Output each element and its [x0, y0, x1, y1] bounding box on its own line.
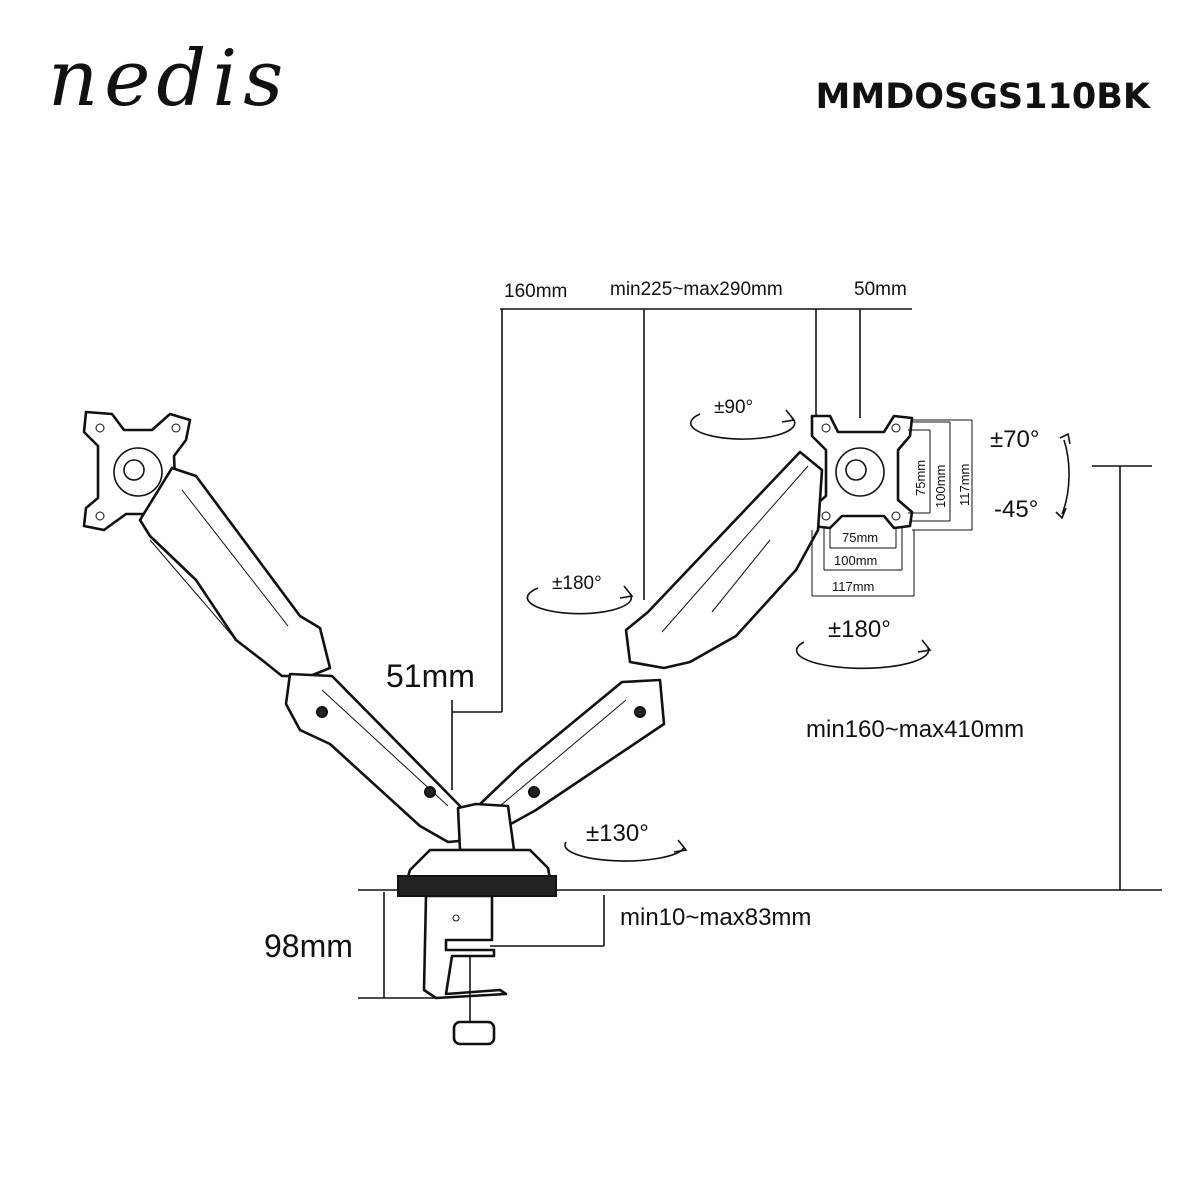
pole-gap-label: 51mm [386, 658, 475, 694]
top-dimension-lines [500, 308, 912, 712]
right-arm [472, 450, 824, 844]
tilt-down-label: -45° [994, 496, 1039, 523]
rotation-arrow-icon [795, 639, 932, 670]
clamp-dimension-lines [358, 892, 605, 999]
vesa-h100-label: 100mm [834, 553, 878, 568]
left-arm [138, 466, 472, 844]
clamp-height-label: 98mm [264, 928, 353, 964]
height-range-label: min160~max410mm [806, 716, 1025, 743]
vesa-v117-label: 117mm [957, 463, 972, 506]
base-swivel-label: ±130° [586, 820, 649, 847]
elbow-swivel-label: ±180° [552, 573, 602, 594]
brand-logo: nedis [48, 34, 290, 124]
height-dimension-lines [1092, 465, 1152, 890]
tilt-arrow-icon [1055, 432, 1071, 520]
vesa-v75-label: 75mm [913, 459, 928, 496]
arm-length-label: min225~max290mm [610, 279, 783, 300]
vesa-plate-icon [810, 414, 914, 530]
model-number: MMDOSGS110BK [815, 77, 1150, 117]
vesa-dimension-lines [811, 419, 973, 597]
rotation-arrow-icon [689, 409, 796, 440]
tilt-up-label: ±70° [990, 426, 1040, 453]
desk-thickness-label: min10~max83mm [620, 904, 812, 931]
desk-clamp-icon [422, 894, 508, 1046]
vesa-h117-label: 117mm [832, 579, 875, 594]
rotation-arrow-icon [526, 585, 634, 615]
pole-gap-lines [451, 700, 502, 790]
swivel-top-label: ±90° [714, 397, 754, 418]
rotation-arrow-icon [564, 839, 688, 862]
head-swivel-label: ±180° [828, 616, 891, 643]
vesa-v100-label: 100mm [933, 464, 948, 508]
vesa-h75-label: 75mm [842, 530, 879, 545]
head-offset-label: 50mm [854, 279, 907, 300]
arm-offset-label: 160mm [504, 281, 568, 302]
center-column [397, 802, 557, 897]
